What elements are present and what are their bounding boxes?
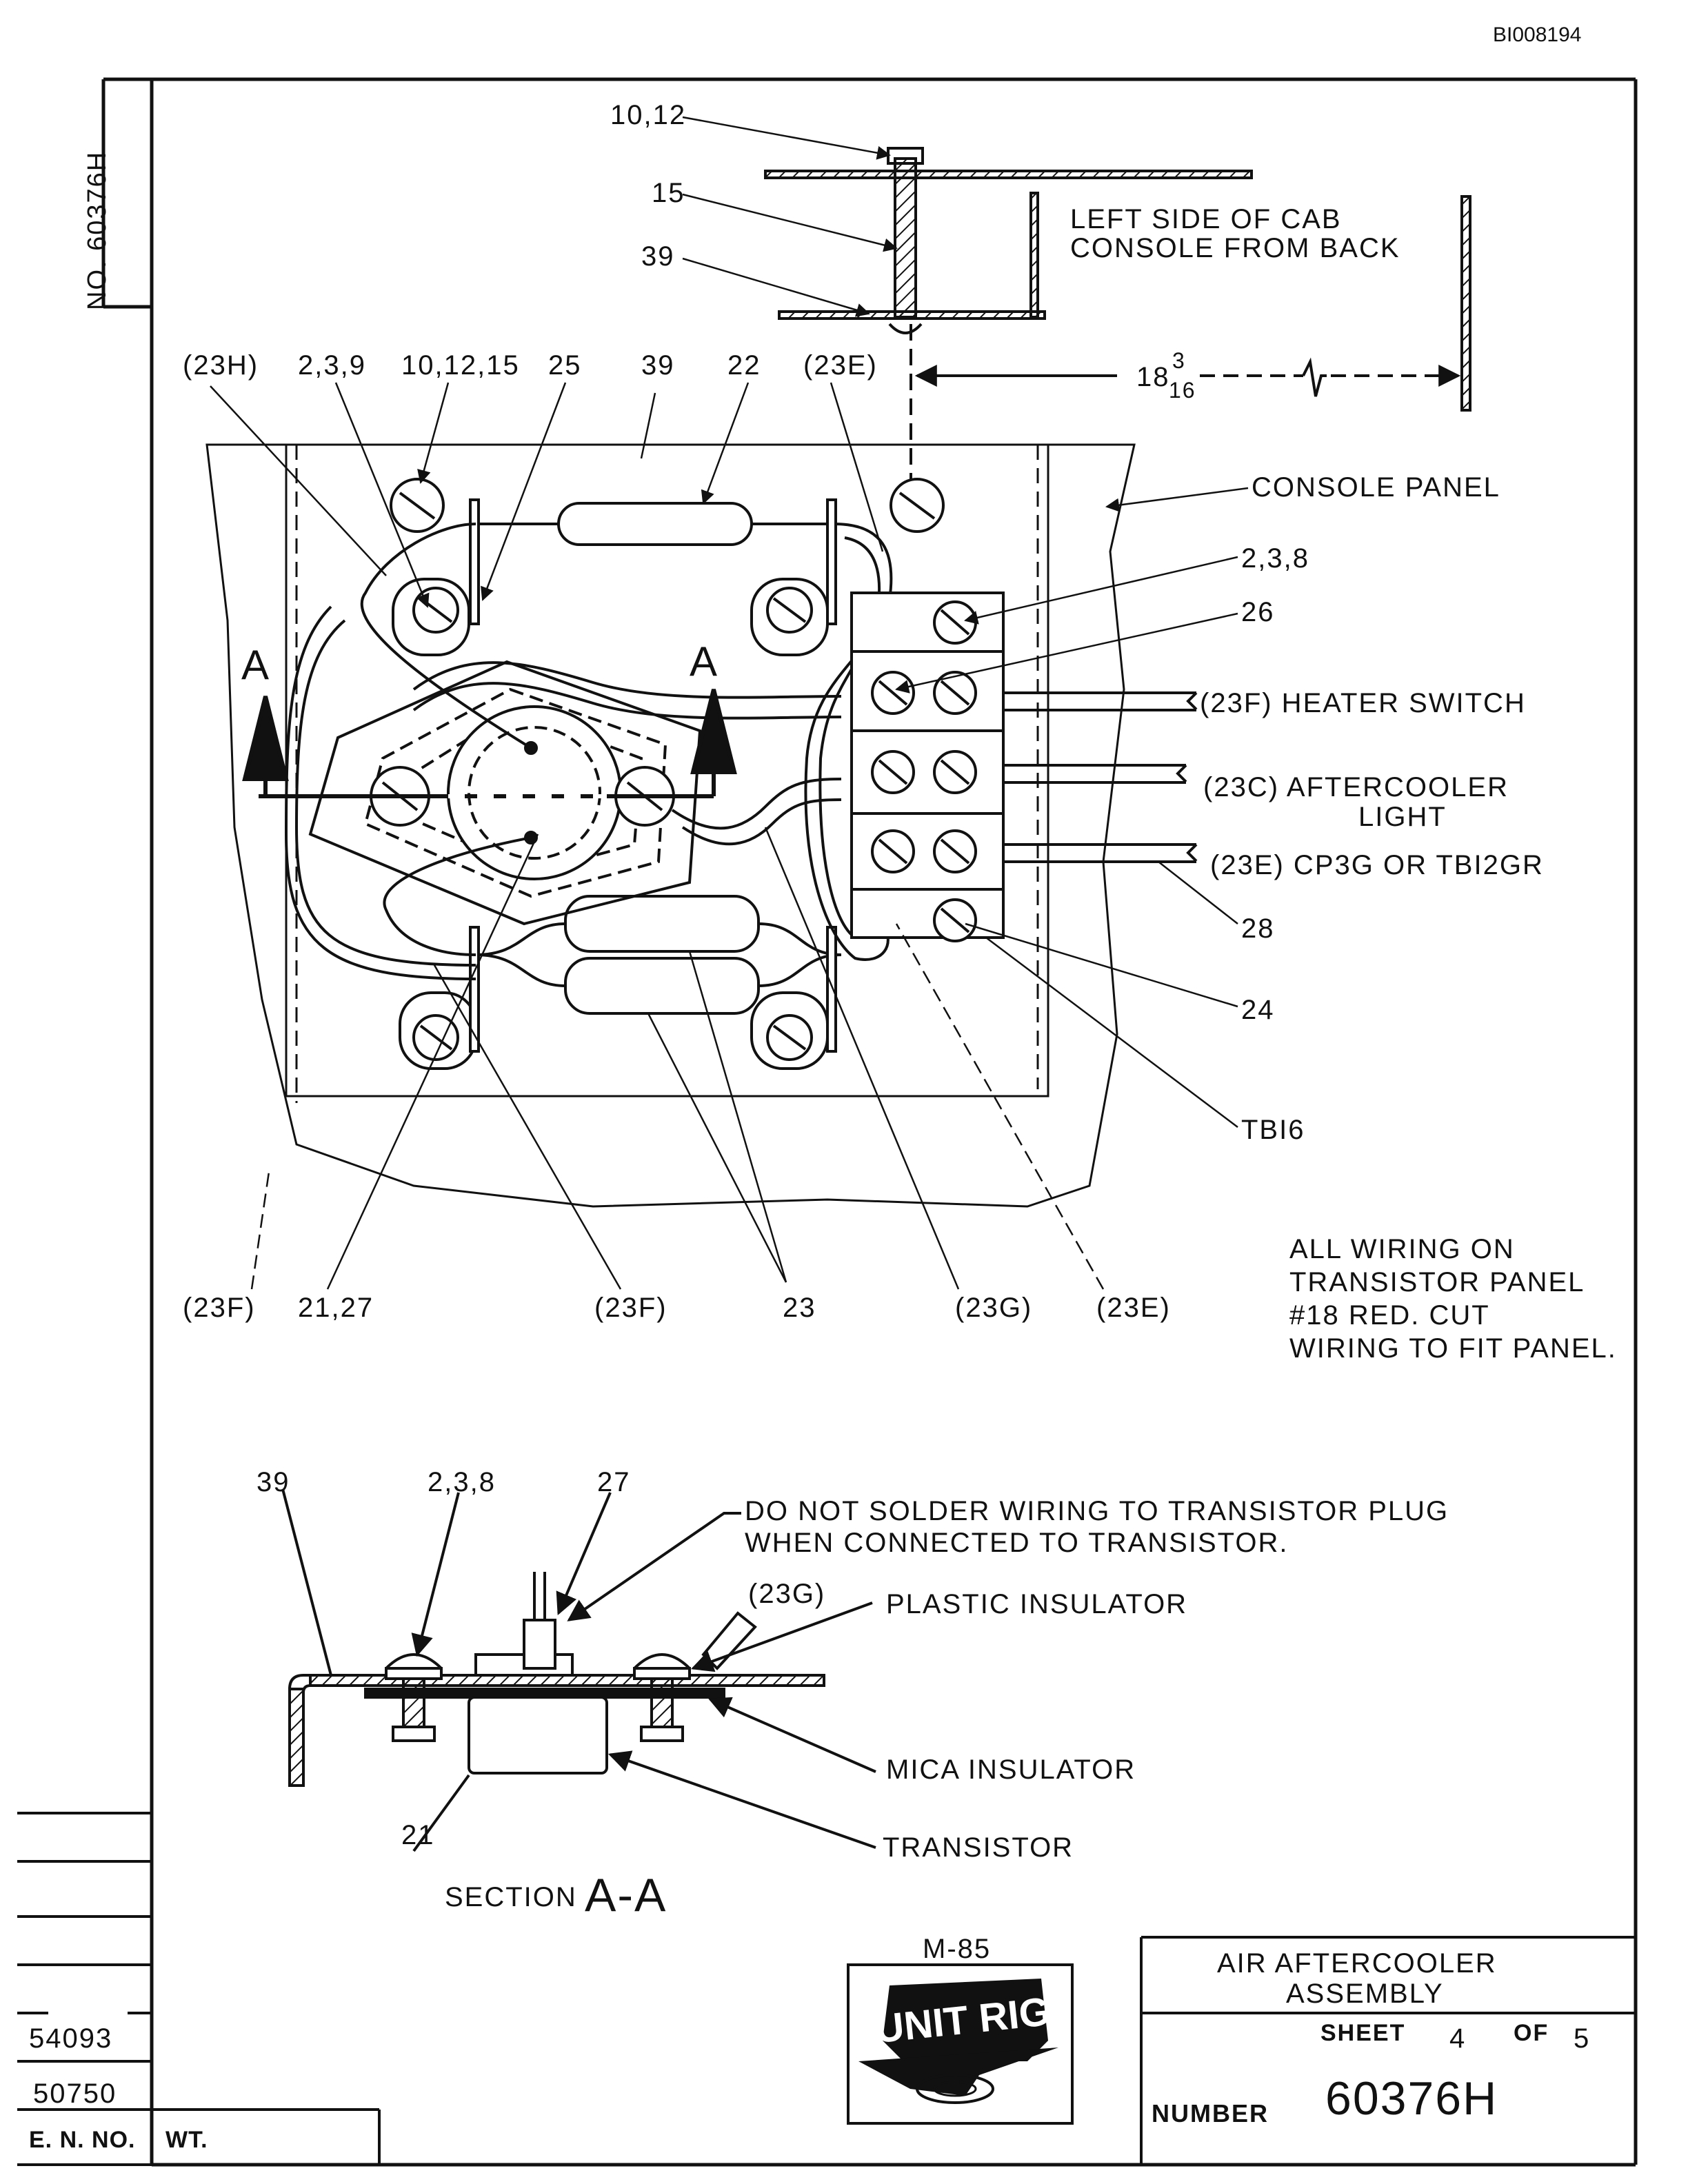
- wiring: [284, 523, 893, 980]
- document-id: BI008194: [1493, 23, 1582, 46]
- callout-28: 28: [1241, 913, 1275, 944]
- aftercooler-label-line-2: LIGHT: [1358, 802, 1447, 832]
- section-callout-2-3-8: 2,3,8: [428, 1467, 496, 1497]
- callout-26: 26: [1241, 597, 1275, 627]
- console-panel-label: CONSOLE PANEL: [1252, 472, 1500, 503]
- transistor-mount: [308, 660, 702, 926]
- section-callout-23g: (23G): [748, 1579, 826, 1609]
- section-a-a-drawing: [281, 1488, 876, 1852]
- section-word: SECTION: [445, 1882, 577, 1912]
- callout-23h: (23H): [183, 350, 259, 381]
- of-label: OF: [1514, 2020, 1549, 2046]
- callout-23f-middle: (23F): [594, 1293, 667, 1323]
- terminal-block: [850, 592, 1198, 942]
- leader-lines: [210, 116, 1249, 1290]
- left-side-note-line-1: LEFT SIDE OF CAB: [1070, 204, 1342, 234]
- sheet-border: [101, 77, 1638, 2167]
- section-a-left-letter: A: [241, 642, 271, 688]
- wiring-note-line-2: TRANSISTOR PANEL: [1289, 1267, 1585, 1297]
- callout-10-12: 10,12: [610, 100, 687, 130]
- title-line-2: ASSEMBLY: [1286, 1979, 1444, 2009]
- section-callout-27: 27: [597, 1467, 631, 1497]
- wiring-note-line-4: WIRING TO FIT PANEL.: [1289, 1333, 1617, 1364]
- left-side-note-line-2: CONSOLE FROM BACK: [1070, 233, 1400, 263]
- revision-block: [17, 1812, 381, 2166]
- section-callout-21: 21: [401, 1820, 435, 1850]
- callout-15: 15: [652, 178, 685, 208]
- resistors: [469, 498, 842, 1053]
- dimension-whole: 18: [1136, 362, 1170, 392]
- unit-rig-logo: UNIT RIG: [858, 1979, 1058, 2104]
- heater-switch-label: (23F) HEATER SWITCH: [1200, 688, 1526, 718]
- callout-23e-top: (23E): [803, 350, 878, 381]
- callout-22: 22: [727, 350, 761, 381]
- wt-label: WT.: [165, 2127, 208, 2153]
- aftercooler-label-line-1: (23C) AFTERCOOLER: [1203, 772, 1509, 802]
- top-bolt-detail: [764, 147, 1471, 496]
- callout-23: 23: [783, 1293, 816, 1323]
- do-not-solder-line-1: DO NOT SOLDER WIRING TO TRANSISTOR PLUG: [745, 1496, 1449, 1526]
- number-label: NUMBER: [1152, 2099, 1269, 2127]
- dimension-numerator: 3: [1172, 348, 1186, 373]
- model-label: M-85: [923, 1934, 992, 1964]
- callout-2-3-9: 2,3,9: [298, 350, 366, 381]
- transistor-label: TRANSISTOR: [883, 1832, 1074, 1863]
- callout-2-3-8: 2,3,8: [1241, 543, 1309, 574]
- panel-screws: [390, 478, 945, 1070]
- title-block: [847, 1936, 1636, 2165]
- callout-23e-bottom: (23E): [1096, 1293, 1171, 1323]
- title-line-1: AIR AFTERCOOLER: [1217, 1948, 1497, 1979]
- callout-39-top-row: 39: [641, 350, 675, 381]
- section-callout-39: 39: [257, 1467, 290, 1497]
- side-drawing-number: NO. 60376H: [83, 150, 112, 310]
- do-not-solder-line-2: WHEN CONNECTED TO TRANSISTOR.: [745, 1528, 1289, 1558]
- callout-tb16: TBI6: [1241, 1115, 1305, 1145]
- wiring-note-line-1: ALL WIRING ON: [1289, 1234, 1515, 1264]
- plastic-insulator-label: PLASTIC INSULATOR: [886, 1589, 1188, 1619]
- cp3g-label: (23E) CP3G OR TBI2GR: [1210, 850, 1544, 880]
- dimension-denominator: 16: [1169, 378, 1196, 403]
- section-cut-line: [242, 689, 737, 798]
- callout-23g: (23G): [955, 1293, 1033, 1323]
- sheet-total: 5: [1574, 2023, 1591, 2054]
- mica-insulator-label: MICA INSULATOR: [886, 1755, 1136, 1785]
- section-a-right-letter: A: [690, 638, 719, 685]
- sheet-label: SHEET: [1320, 2020, 1406, 2046]
- callout-23f-left: (23F): [183, 1293, 256, 1323]
- callout-24: 24: [1241, 995, 1275, 1025]
- en-number-1: 54093: [29, 2023, 113, 2054]
- callout-25: 25: [548, 350, 582, 381]
- callout-21-27: 21,27: [298, 1293, 374, 1323]
- section-letters: A-A: [585, 1869, 667, 1921]
- callout-39: 39: [641, 241, 675, 272]
- callout-10-12-15: 10,12,15: [401, 350, 520, 381]
- en-no-label: E. N. NO.: [29, 2127, 136, 2153]
- sheet-number: 4: [1449, 2023, 1467, 2054]
- drawing-number: 60376H: [1325, 2072, 1498, 2125]
- wiring-note-line-3: #18 RED. CUT: [1289, 1300, 1490, 1331]
- en-number-2: 50750: [33, 2079, 117, 2109]
